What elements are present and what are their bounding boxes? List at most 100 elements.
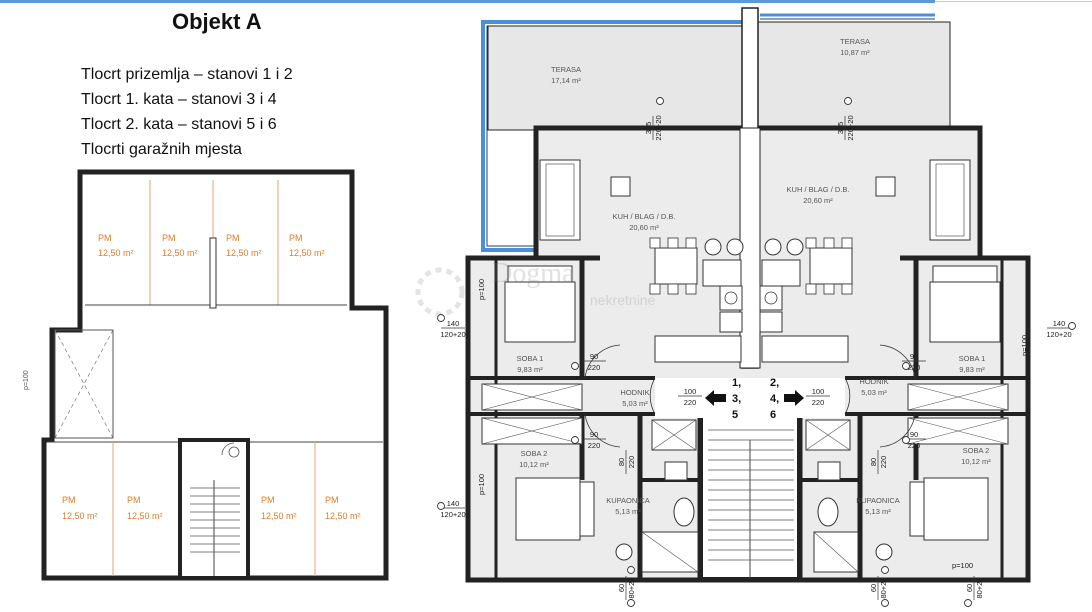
right-apartment-furniture [759,159,1009,573]
sill-label: p=100 [477,474,486,495]
left-terrace-area: 17,14 m² [551,76,581,85]
garage-plan: p=100 PM 12,50 m² PM 12,50 m² PM 12,50 m² PM 12… [23,169,389,581]
terrace-dim-r-bottom: 220+20 [846,115,855,140]
bath-win-dim-r2-bottom: 80+20 [975,577,984,598]
dimension-marker-circle [881,566,889,574]
dimension-markers: 90 220 90 220 90 220 90 220 100 220 100 220 140 120+2… [437,97,1076,607]
dimension-marker-circle [844,97,852,105]
apartment-number-right: 2, [770,377,779,389]
parking-spot-area: 12,50 m² [261,511,297,521]
terrace-dim-r-top: 365 [836,122,845,135]
dimension-marker-circle [881,599,889,607]
left-room1-name: SOBA 1 [517,354,544,363]
window-dim-r1-bottom: 120+20 [1046,330,1071,339]
right-terrace-name: TERASA [840,37,870,46]
bath-win-dim-l-bottom: 80+20 [627,577,636,598]
bath-win-dim-l-top: 60 [617,584,626,592]
dimension-marker-circle [571,362,579,370]
dimension-marker-circle [627,566,635,574]
bath-win-dim-r2-top: 60 [965,584,974,592]
window-dim-l2-bottom: 120+20 [440,510,465,519]
left-room2-area: 10,12 m² [519,460,549,469]
left-kitchen-name: KUH / BLAG / D.B. [613,212,676,221]
apartment-number-left: 1, [732,377,741,389]
description-line: Tlocrt prizemlja – stanovi 1 i 2 [81,66,293,83]
parking-spot-area: 12,50 m² [289,248,325,258]
apartment-number-right: 6 [770,409,776,421]
right-hall-name: HODNIK [859,377,888,386]
parking-spot-area: 12,50 m² [62,511,98,521]
bath-door-dim-l-top: 80 [617,458,626,466]
left-kitchen-area: 20,60 m² [629,223,659,232]
right-hall-area: 5,03 m² [861,388,887,397]
door-dim-l1-top: 90 [590,352,598,361]
dimension-marker-circle [964,599,972,607]
parking-spot-label: PM [127,495,141,505]
apartment-number-right: 4, [770,393,779,405]
left-bath-name: KUPAONICA [606,496,650,505]
bath-door-dim-r-top: 80 [869,458,878,466]
dimension-marker-circle [902,362,910,370]
right-terrace-area: 10,87 m² [840,48,870,57]
door-swings [584,344,916,448]
bath-win-dim-r-top: 60 [869,584,878,592]
window-dim-l2-top: 140 [447,499,460,508]
garage-top-row [85,177,347,309]
top-divider-line [935,1,1092,2]
garage-spot-labels: PM 12,50 m² PM 12,50 m² PM 12,50 m² PM 12,50 m²… [62,233,361,521]
parking-spot-area: 12,50 m² [98,248,134,258]
top-accent-bar [0,0,935,3]
terrace-dim-l-bottom: 220+20 [654,115,663,140]
left-hall-name: HODNIK [620,388,649,397]
dimension-marker-circle [656,97,664,105]
apartment-floor-plan: Dogma nekretnine 1,3,52,4,6 TERASA17,14 … [415,7,1076,607]
door-dim-r1-bottom: 220 [908,363,921,372]
parking-spot-label: PM [162,233,176,243]
left-room1-area: 9,83 m² [517,365,543,374]
bath-door-dim-r-bottom: 220 [879,456,888,469]
ramp-dim-label: p=100 [23,370,30,390]
entry-arrows [705,390,804,406]
terrace-dim-l-top: 365 [644,122,653,135]
garage-ramp: p=100 [23,329,114,439]
description-line: Tlocrti garažnih mjesta [81,141,242,158]
bath-door-dim-l-bottom: 220 [627,456,636,469]
parking-spot-label: PM [261,495,275,505]
window-dim-l1-top: 140 [447,319,460,328]
entry-dim-r-top: 100 [812,387,825,396]
watermark-sub: nekretnine [590,292,656,308]
sill-label: p=100 [1020,335,1029,356]
parking-spot-label: PM [289,233,303,243]
door-dim-r1-top: 90 [910,352,918,361]
sill-label: p=100 [952,561,973,570]
watermark-name: Dogma [492,258,575,289]
door-dim-r2-top: 90 [910,430,918,439]
dimension-marker-circle [1068,322,1076,330]
left-room2-name: SOBA 2 [521,449,548,458]
door-dim-l2-top: 90 [590,430,598,439]
door-dim-l1-bottom: 220 [588,363,601,372]
garage-bottom-row [47,441,383,576]
watermark: Dogma nekretnine [415,258,656,317]
page-title: Objekt A [172,9,262,34]
parking-spot-label: PM [226,233,240,243]
parking-spot-area: 12,50 m² [226,248,262,258]
right-bath-name: KUPAONICA [856,496,900,505]
door-dim-l2-bottom: 220 [588,441,601,450]
right-room1-area: 9,83 m² [959,365,985,374]
left-apartment-furniture [481,159,744,573]
left-bath-area: 5,13 m² [615,507,641,516]
entry-dim-l-top: 100 [684,387,697,396]
description-line: Tlocrt 2. kata – stanovi 5 i 6 [81,116,277,133]
parking-spot-area: 12,50 m² [127,511,163,521]
left-hall-area: 5,03 m² [622,399,648,408]
entry-dim-l-bottom: 220 [684,398,697,407]
right-bath-area: 5,13 m² [865,507,891,516]
dimension-marker-circle [902,436,910,444]
parking-spot-area: 12,50 m² [162,248,198,258]
apartment-number-left: 3, [732,393,741,405]
door-dim-r2-bottom: 220 [908,441,921,450]
entry-dim-r-bottom: 220 [812,398,825,407]
dimension-marker-circle [627,599,635,607]
